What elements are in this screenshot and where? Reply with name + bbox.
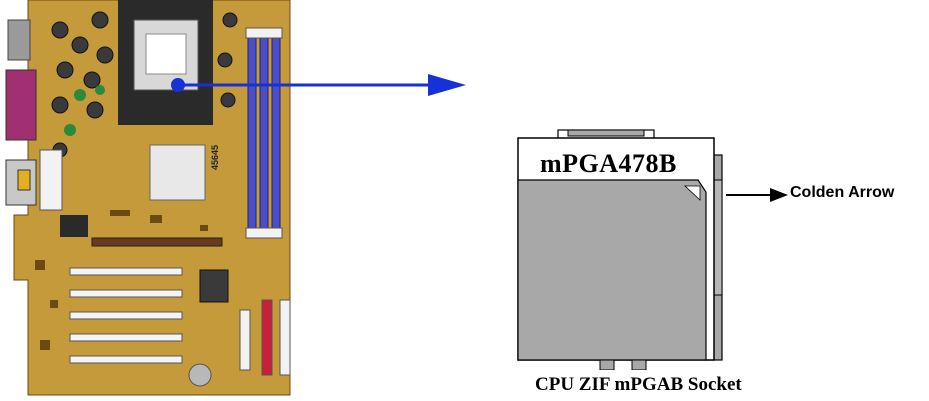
socket-bottom-tab <box>631 359 647 370</box>
ide-connector <box>261 299 273 376</box>
figure-caption: CPU ZIF mPGAB Socket <box>535 374 742 395</box>
southbridge-chip <box>199 269 229 303</box>
socket-body <box>517 179 707 361</box>
dimm-slots <box>245 27 283 239</box>
audio-port <box>17 169 31 191</box>
parallel-port <box>5 69 37 141</box>
pin1-marker <box>683 185 701 201</box>
pointer-arrow <box>171 74 466 96</box>
capacitors <box>51 11 238 158</box>
pci-slots <box>69 267 183 364</box>
socket-diagram <box>517 129 723 370</box>
io-port <box>7 19 31 61</box>
board-model-text: 45645 <box>210 145 220 170</box>
socket-bottom-tab <box>599 359 615 370</box>
cmos-battery <box>188 363 212 387</box>
golden-arrow-label: Colden Arrow <box>790 184 895 201</box>
socket-model-label: mPGA478B <box>540 149 677 178</box>
northbridge-chip <box>149 144 206 201</box>
motherboard-image: 45645 <box>5 0 291 396</box>
atx-power-connector <box>39 149 63 211</box>
agp-slot <box>91 237 223 247</box>
floppy-connector <box>279 299 291 376</box>
golden-arrow-indicator <box>726 188 788 202</box>
ide-connector <box>239 309 251 371</box>
pointer-arrow-head <box>428 74 466 96</box>
bios-chip <box>60 215 88 237</box>
